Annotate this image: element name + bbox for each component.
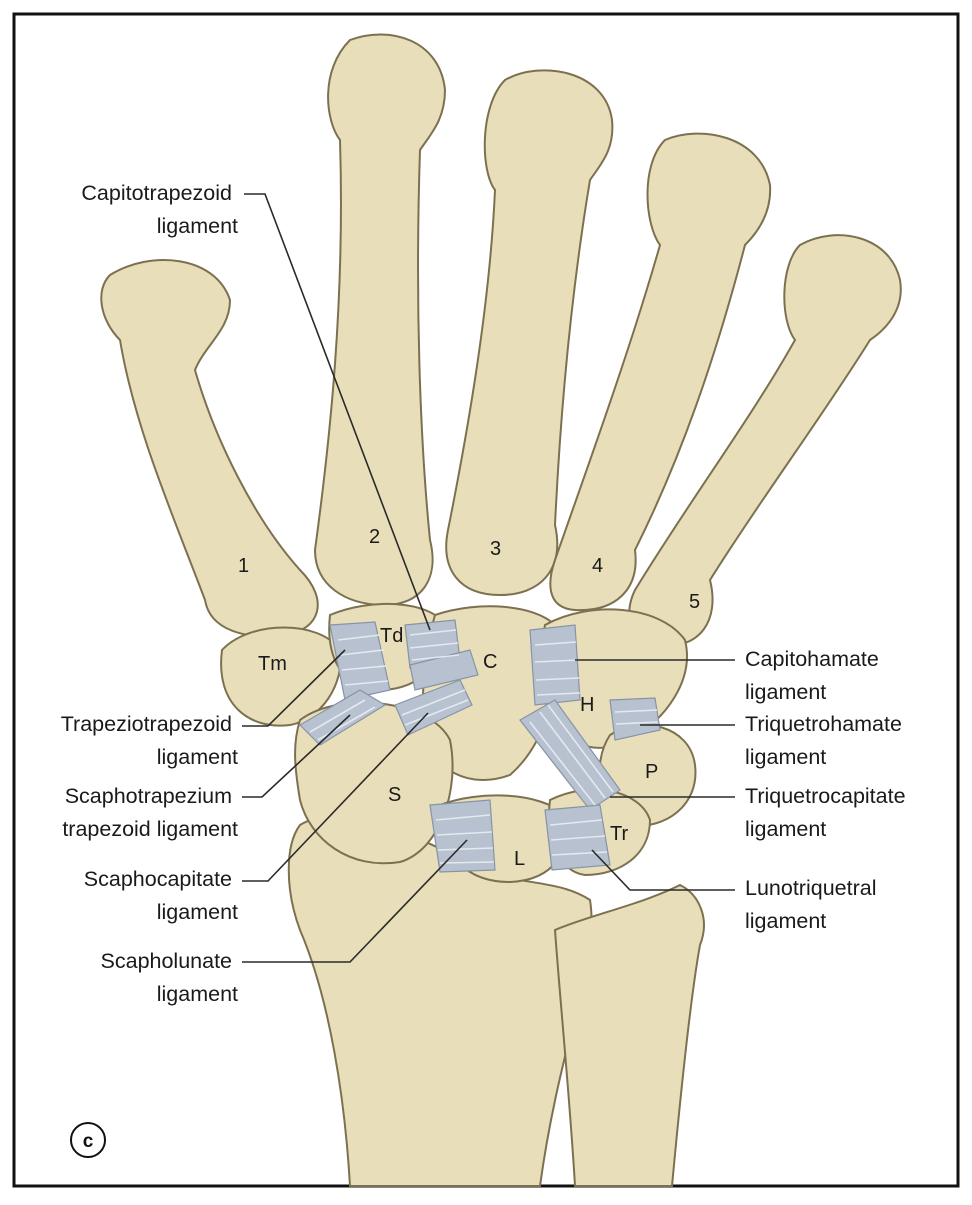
callouts-left: Capitotrapezoid ligament Trapeziotrapezo… [61, 181, 238, 1006]
ligament-fibers [309, 629, 659, 864]
triquetrohamate-band [609, 697, 661, 741]
label-pisiform: P [645, 761, 658, 783]
leader-scapholunate [242, 839, 468, 963]
callout-scapholunate: Scapholunate ligament [101, 949, 239, 1006]
label-capitate: C [483, 651, 497, 673]
callouts-right: Capitohamate ligament Triquetrohamate li… [745, 647, 912, 933]
panel-letter-badge: c [70, 1122, 106, 1158]
callout-scaphotrapezium: Scaphotrapezium trapezoid ligament [62, 784, 238, 841]
metacarpal-5 [628, 234, 902, 647]
metacarpal-2 [313, 33, 447, 607]
metacarpal-4 [549, 132, 772, 612]
metacarpal-3 [445, 69, 614, 597]
panel-letter: c [83, 1131, 94, 1152]
scaphotrapezium-band [299, 689, 387, 746]
trapeziotrapezoid-band [329, 621, 391, 701]
triquetrocapitate-band [519, 699, 621, 811]
ulna-bone [553, 883, 705, 1187]
label-m4: 4 [592, 555, 603, 577]
leader-trapeziotrapezoid [242, 649, 346, 727]
leader-scaphocapitate [242, 712, 429, 882]
leader-lines [242, 193, 735, 963]
leader-capitotrapezoid [244, 193, 431, 631]
label-scaphoid: S [388, 784, 401, 806]
label-trapezoid: Td [380, 625, 403, 647]
callout-trapeziotrapezoid: Trapeziotrapezoid ligament [61, 712, 238, 769]
callout-scaphocapitate: Scaphocapitate ligament [84, 867, 238, 924]
metacarpal-1 [100, 259, 319, 638]
leader-scaphotrapezium [242, 714, 351, 798]
label-m5: 5 [689, 591, 700, 613]
trapezium-bone [220, 626, 342, 727]
crossing-band [409, 649, 479, 691]
label-hamate: H [580, 694, 594, 716]
callout-triquetrocapitate: Triquetrocapitate ligament [745, 784, 912, 841]
label-m2: 2 [369, 526, 380, 548]
label-trapezium: Tm [258, 653, 287, 675]
callout-lunotriquetral: Lunotriquetral ligament [745, 876, 882, 933]
callout-capitotrapezoid: Capitotrapezoid ligament [81, 181, 238, 238]
leader-lunotriquetral [591, 849, 735, 891]
label-m3: 3 [490, 538, 501, 560]
callout-capitohamate: Capitohamate ligament [745, 647, 885, 704]
label-m1: 1 [238, 555, 249, 577]
label-triquetrum: Tr [610, 823, 628, 845]
callout-triquetrohamate: Triquetrohamate ligament [745, 712, 908, 769]
scapholunate-band [429, 799, 496, 873]
label-lunate: L [514, 848, 525, 870]
